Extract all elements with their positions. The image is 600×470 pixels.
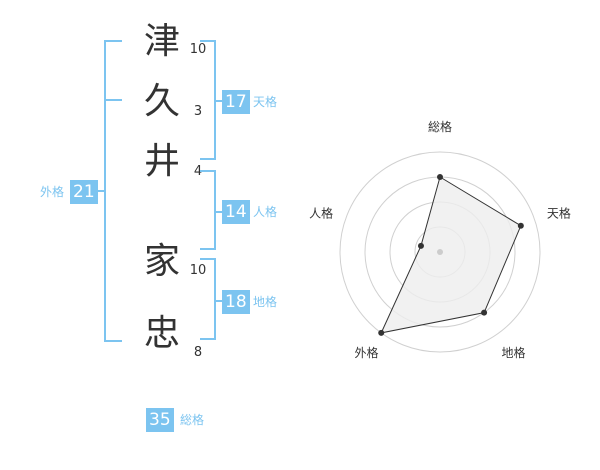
jinkaku-connector xyxy=(216,211,222,213)
chikaku-label: 地格 xyxy=(253,295,278,309)
radar-axis-label-2: 天格 xyxy=(547,205,571,220)
radar-center xyxy=(437,249,443,255)
chikaku-connector xyxy=(216,300,222,302)
name-character-3: 井 xyxy=(143,141,180,182)
radar-axis-label-4: 外格 xyxy=(355,345,379,360)
radar-point-5 xyxy=(417,242,424,249)
name-character-4: 家 xyxy=(143,241,180,282)
tenkaku-connector xyxy=(216,100,222,102)
stroke-count-1: 10 xyxy=(189,42,207,57)
radar-axis-label-1: 総格 xyxy=(428,119,452,134)
jinkaku-label: 人格 xyxy=(253,205,278,219)
tenkaku-score-badge: 17 xyxy=(222,90,250,114)
radar-ring-4 xyxy=(339,151,541,353)
stroke-count-4: 10 xyxy=(189,263,207,278)
chikaku-bracket xyxy=(200,258,216,340)
gaikaku-bracket-divider xyxy=(104,99,122,101)
stroke-count-3: 4 xyxy=(193,164,203,179)
name-character-5: 忠 xyxy=(143,313,180,354)
soukaku-label: 総格 xyxy=(180,413,205,427)
name-character-2: 久 xyxy=(143,81,180,122)
radar-point-1 xyxy=(437,174,443,180)
tenkaku-label: 天格 xyxy=(253,95,278,109)
name-character-1: 津 xyxy=(143,21,180,62)
stroke-count-2: 3 xyxy=(193,104,203,119)
radar-point-4 xyxy=(378,329,385,336)
tenkaku-bracket xyxy=(200,40,216,160)
jinkaku-bracket xyxy=(200,170,216,250)
gaikaku-bracket xyxy=(104,40,122,342)
radar-polygon xyxy=(380,176,522,334)
radar-point-3 xyxy=(481,309,488,316)
radar-axis-label-3: 地格 xyxy=(501,345,525,360)
gaikaku-score-badge: 21 xyxy=(70,180,98,204)
gaikaku-label: 外格 xyxy=(40,185,65,199)
stroke-count-5: 8 xyxy=(193,345,203,360)
radar-axis-label-5: 人格 xyxy=(309,205,333,220)
soukaku-score-badge: 35 xyxy=(146,408,174,432)
jinkaku-score-badge: 14 xyxy=(222,200,250,224)
chikaku-score-badge: 18 xyxy=(222,290,250,314)
radar-point-2 xyxy=(517,222,524,229)
